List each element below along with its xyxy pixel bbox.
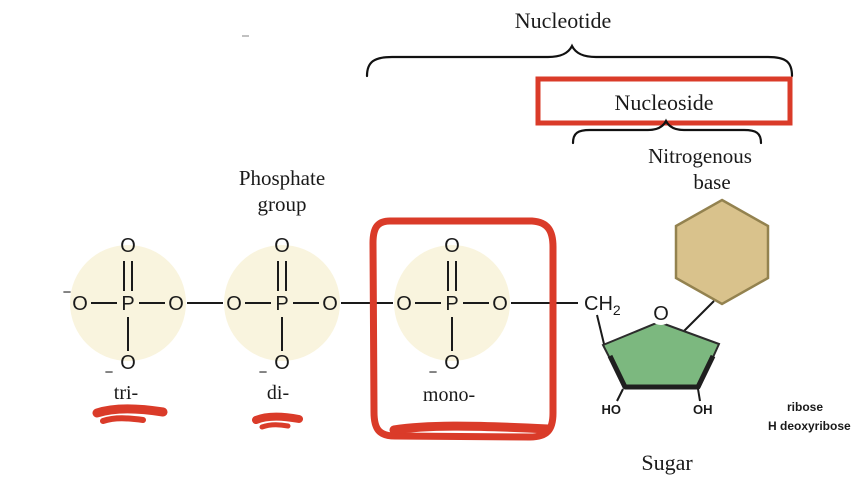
nitrogenous-base-label-line2: base [693, 170, 730, 194]
nitrogenous-base-label-line1: Nitrogenous [648, 144, 752, 168]
mono-underline-scribble [389, 421, 553, 435]
oxygen-atom: O [322, 293, 338, 315]
phosphate-group-label-line1: Phosphate [239, 166, 325, 190]
oh-label: OH [693, 402, 713, 417]
phosphate-group-label-line2: group [258, 192, 307, 216]
nucleotide-brace [365, 43, 794, 78]
negative-charge: − [105, 364, 114, 381]
oxygen-atom: O [492, 293, 508, 315]
tri-label: tri- [114, 382, 138, 404]
oxygen-atom: O [274, 352, 290, 374]
negative-charge: − [259, 364, 268, 381]
deoxyribose-label: H deoxyribose [768, 419, 851, 433]
oxygen-atom: O [168, 293, 184, 315]
single-bond [697, 388, 701, 402]
oxygen-atom: O [396, 293, 412, 315]
base-sugar-bond [683, 300, 715, 332]
di-underline-scribble-2 [259, 422, 291, 430]
ch2-text: CH [584, 293, 613, 315]
oxygen-atom: O [120, 352, 136, 374]
ribose-label: ribose [787, 400, 823, 414]
phosphorus-atom: P [275, 293, 288, 315]
sugar-label: Sugar [641, 450, 693, 475]
mono-label: mono- [423, 384, 475, 406]
single-bond [616, 388, 624, 402]
ch2-sugar-bond [596, 314, 605, 345]
phosphorus-atom: P [121, 293, 134, 315]
oxygen-atom: O [120, 235, 136, 257]
nucleotide-label: Nucleotide [515, 8, 612, 33]
di-label: di- [267, 382, 289, 404]
negative-charge: − [63, 284, 72, 301]
negative-charge: − [429, 364, 438, 381]
ring-oxygen-gap [649, 301, 673, 325]
oxygen-atom: O [226, 293, 242, 315]
ch2-label: CH2 [584, 293, 621, 318]
nucleoside-label: Nucleoside [615, 90, 714, 115]
di-underline-scribble [252, 412, 303, 424]
oxygen-atom: O [444, 352, 460, 374]
ring-oxygen-atom: O [653, 303, 669, 325]
phosphate-circle-di [224, 245, 340, 361]
phosphate-circle-tri [70, 245, 186, 361]
oxygen-atom: O [72, 293, 88, 315]
tri-underline-scribble-2 [100, 415, 146, 424]
phosphorus-atom: P [445, 293, 458, 315]
nitrogenous-base-brace [571, 118, 763, 145]
oxygen-atom: O [444, 235, 460, 257]
ch2-subscript: 2 [613, 302, 621, 318]
tri-underline-scribble [92, 404, 168, 418]
sugar-bottom-edge [607, 354, 716, 390]
mono-annotation-box [369, 217, 557, 441]
phosphate-circle-mono [394, 245, 510, 361]
oxygen-atom: O [274, 235, 290, 257]
nitrogenous-base-hexagon [674, 198, 770, 306]
ho-label: HO [602, 402, 622, 417]
